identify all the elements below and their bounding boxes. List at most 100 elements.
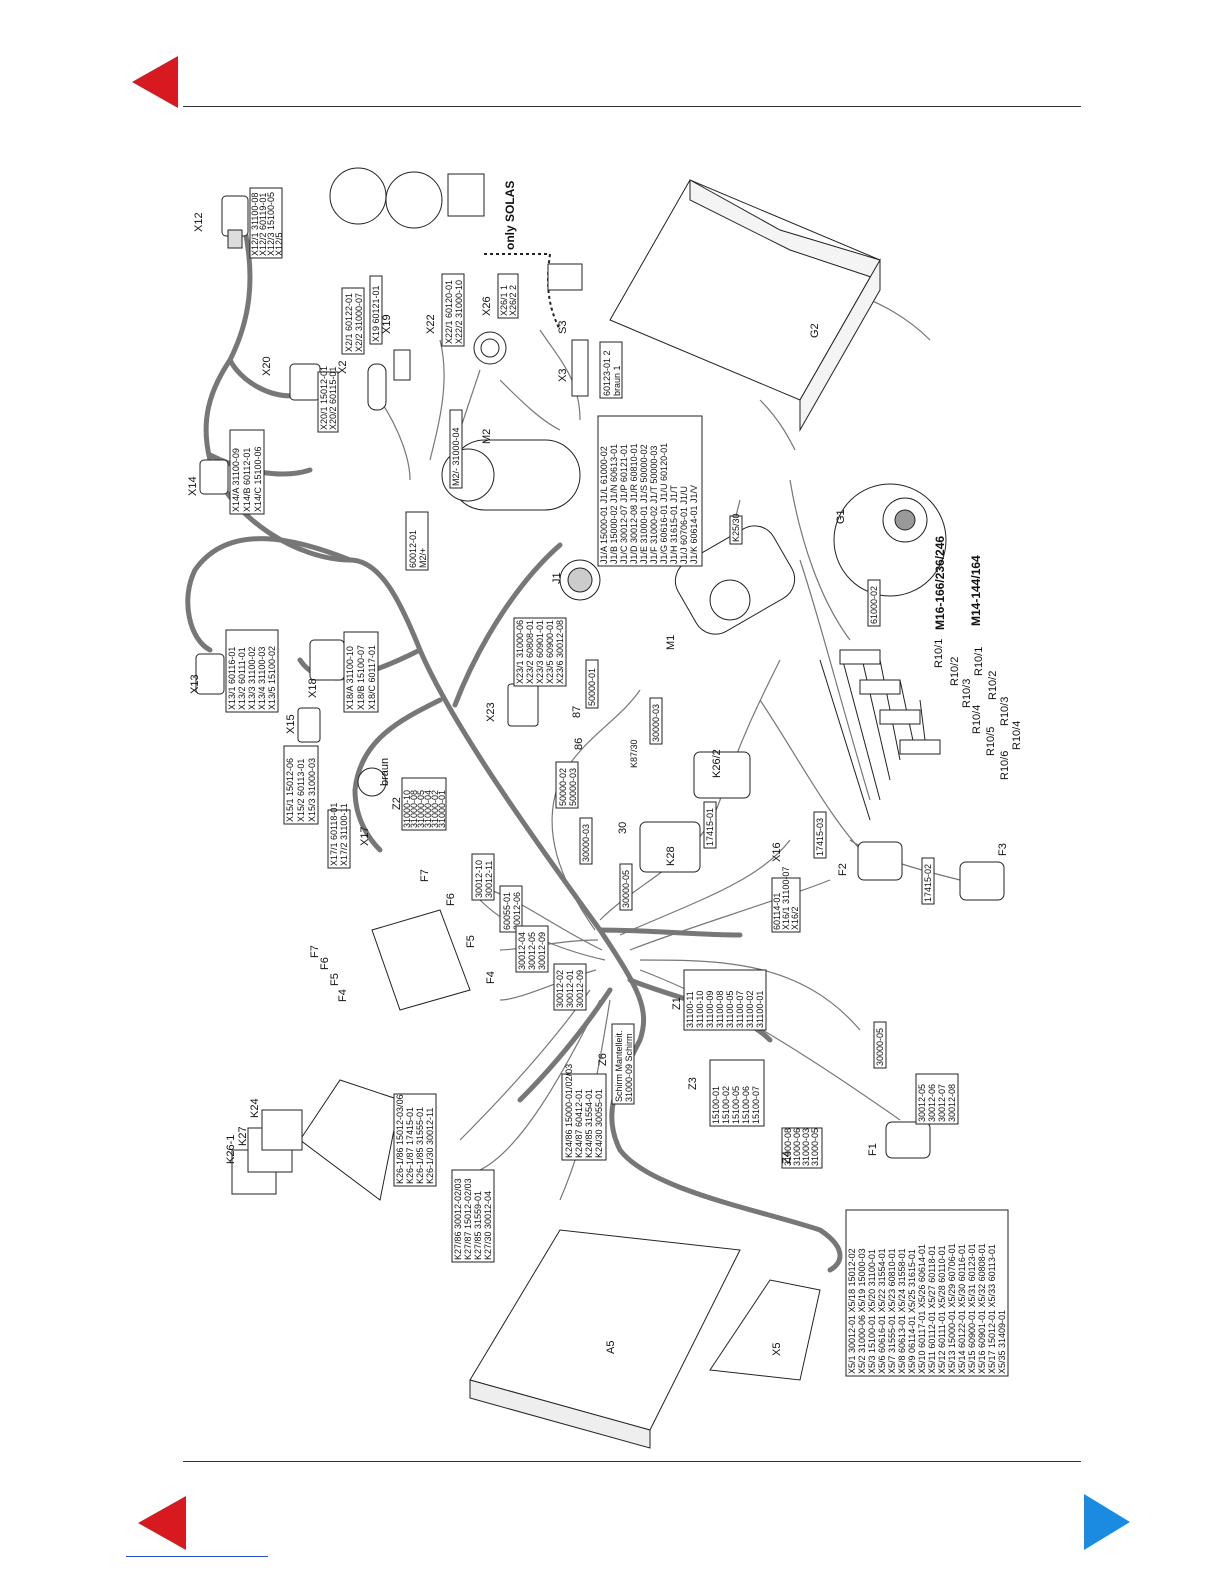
f1-fuse <box>885 1121 931 1159</box>
k26-row-2: K26-1/87 17415-01 <box>405 1107 415 1184</box>
label-x16: X16 <box>771 842 783 862</box>
z2-row-3: 31000-05 <box>416 790 426 828</box>
x5-row-1: X5/1 30012-01 X5/18 15012-02 <box>847 1248 857 1374</box>
label-k28: K28 <box>665 846 677 866</box>
label-86: 86 <box>573 738 585 750</box>
j1-row-4: J1/D 30012-08 J1/R 60810-01 <box>629 443 639 564</box>
k28-relay <box>639 821 701 873</box>
x22-row-1: X22/1 60120-01 <box>444 280 454 344</box>
label-z3: Z3 <box>687 1077 699 1090</box>
f1-top-text: 30000-05 <box>875 1028 885 1066</box>
part-17415-03-text: 17415-03 <box>815 818 825 856</box>
k25-text: K25/30 <box>731 513 741 542</box>
z3-row-5: 15100-07 <box>751 1086 761 1124</box>
label-r10-2b: R10/2 <box>987 671 999 700</box>
z2-table: 31000-10 31000-08 31000-05 31000-04 3100… <box>401 777 447 831</box>
z3-row-1: 15100-01 <box>711 1086 721 1124</box>
f5-row-1: 30012-04 <box>517 932 527 970</box>
x16-row-1: 60114-01 <box>772 893 782 930</box>
label-x14: X14 <box>187 476 199 496</box>
k26-row-3: K26-1/85 31555-01 <box>415 1107 425 1184</box>
z1-row-1: 31100-11 <box>685 991 695 1028</box>
x16-row-2: X16/1 31100-07 <box>781 867 791 930</box>
g1-table: 61000-02 <box>867 579 881 627</box>
x14-table: X14/A 31100-09 X14/B 60112-01 X14/C 1510… <box>229 429 265 515</box>
label-z4: Z4 <box>781 1151 793 1164</box>
x26-table: X26/1 1 X26/2 2 <box>497 273 519 319</box>
k26-row-1: K26-1/86 15012-03/06 <box>395 1094 405 1184</box>
x5-row-13: X5/15 60900-01 X5/31 60123-01 <box>967 1243 977 1374</box>
x5-table: X5/1 30012-01 X5/18 15012-02 X5/2 31000-… <box>845 1209 1009 1377</box>
x5-row-8: X5/10 60117-01 X5/26 60614-01 <box>917 1244 927 1374</box>
x13-row-2: X13/2 60111-01 <box>237 647 247 710</box>
z3-table: 15100-01 15100-02 15100-05 15100-06 1510… <box>709 1059 765 1127</box>
part-30000-03b-text: 30000-03 <box>581 824 591 862</box>
part-50000-02-text: 50000-02 <box>558 768 568 806</box>
x16-table: 60114-01 X16/1 31100-07 X16/2 <box>771 867 801 933</box>
x23-row-4: X23/5 60900-01 <box>545 620 555 684</box>
x26-row-1: X26/1 1 <box>499 285 509 316</box>
j1-row-3: J1/C 30012-07 J1/P 60121-01 <box>619 444 629 564</box>
x19-row-1: X19 60121-01 <box>371 285 381 342</box>
m2plus-row-2: M2/+ <box>418 548 428 568</box>
f5-row-2: 30012-05 <box>527 932 537 970</box>
x3-table: 60123-01 2 braun 1 <box>599 341 623 399</box>
z1-table: 31100-11 31100-10 31100-09 31100-08 3110… <box>683 969 767 1031</box>
label-x3: X3 <box>557 369 569 382</box>
label-m1: M1 <box>665 635 677 650</box>
label-30: 30 <box>617 822 629 834</box>
previous-page-button[interactable] <box>132 56 180 108</box>
z1-row-7: 31100-02 <box>745 991 755 1028</box>
only-solas-note: only SOLAS <box>503 181 517 250</box>
part-50000-01: 50000-01 <box>585 659 599 709</box>
z1-row-5: 31100-05 <box>725 991 735 1028</box>
m2-row-1: M2/- 31000-04 <box>451 427 461 486</box>
label-r10-3b: R10/3 <box>999 697 1011 726</box>
label-f2: F2 <box>837 863 849 876</box>
j1-row-8: J1/H 31615-01 J1/T <box>669 484 679 564</box>
part-17415-01-text: 17415-01 <box>705 808 715 846</box>
x19-table: X19 60121-01 <box>369 275 383 345</box>
m1-starter <box>674 525 796 635</box>
z1-row-2: 31100-10 <box>695 991 705 1028</box>
j1-row-2: J1/B 15000-02 J1/N 60613-01 <box>609 444 619 564</box>
x5-row-10: X5/12 60111-01 X5/28 60110-01 <box>937 1245 947 1374</box>
k24-row-1: K24/86 15000-01/02/03 <box>564 1064 574 1158</box>
x5-row-6: X5/8 60613-01 X5/24 31558-01 <box>897 1248 907 1374</box>
glow-plugs <box>819 649 941 821</box>
label-a5: A5 <box>605 1341 617 1354</box>
z3-row-3: 15100-05 <box>731 1086 741 1124</box>
bottom-link-underline[interactable] <box>126 1556 268 1557</box>
j1-row-10: J1/K 60614-01 J1/V <box>689 485 699 564</box>
z6-note-line-2: 31000-09 Schirm <box>624 1033 634 1102</box>
label-x13: X13 <box>189 674 201 694</box>
label-r10-4b: R10/4 <box>1011 721 1023 750</box>
x13-table: X13/1 60116-01 X13/2 60111-01 X13/3 3110… <box>225 629 279 713</box>
j1-table: J1/A 15000-01 J1/L 61000-02 J1/B 15000-0… <box>597 415 703 567</box>
part-17415-01: 17415-01 <box>703 801 717 849</box>
k24-row-2: K24/87 60412-01 <box>574 1089 584 1158</box>
previous-page-button-bottom[interactable] <box>138 1496 188 1550</box>
next-page-button[interactable] <box>1082 1494 1132 1550</box>
k27-table: K27/86 30012-02/03 K27/87 15012-02/03 K2… <box>451 1169 495 1263</box>
engine-variant-m14: M14-144/164 <box>969 555 983 626</box>
label-r10-3: R10/3 <box>961 679 973 708</box>
label-k24: K24 <box>249 1098 261 1118</box>
x17-table: X17/1 60118-01 X17/2 31100-11 <box>327 803 351 869</box>
label-f5: F5 <box>465 935 477 948</box>
label-r10-1b: R10/1 <box>973 647 985 676</box>
f6-row-2: 30012-06 <box>512 892 522 930</box>
f1-table: 30012-05 30012-06 30012-07 30012-08 <box>915 1073 959 1125</box>
x5-row-12: X5/14 60122-01 X5/30 60116-01 <box>957 1244 967 1374</box>
part-50000-02: 50000-02 50000-03 <box>555 761 579 809</box>
x2-table: X2/1 60122-01 X2/2 31000-07 <box>341 287 365 355</box>
f7-table: 30012-10 30012-11 <box>471 853 495 901</box>
f6-row-1: 60055-01 <box>502 892 512 930</box>
j1-row-9: J1/J 60706-01 J1/U <box>679 486 689 564</box>
bottom-rule <box>183 1461 1081 1462</box>
z4-table: 31000-08 31000-06 31000-03 31000-05 <box>781 1127 823 1169</box>
x23-row-3: X23/3 60901-01 <box>535 620 545 684</box>
label-87: 87 <box>571 706 583 718</box>
z2-row-1: 31000-10 <box>402 790 412 828</box>
